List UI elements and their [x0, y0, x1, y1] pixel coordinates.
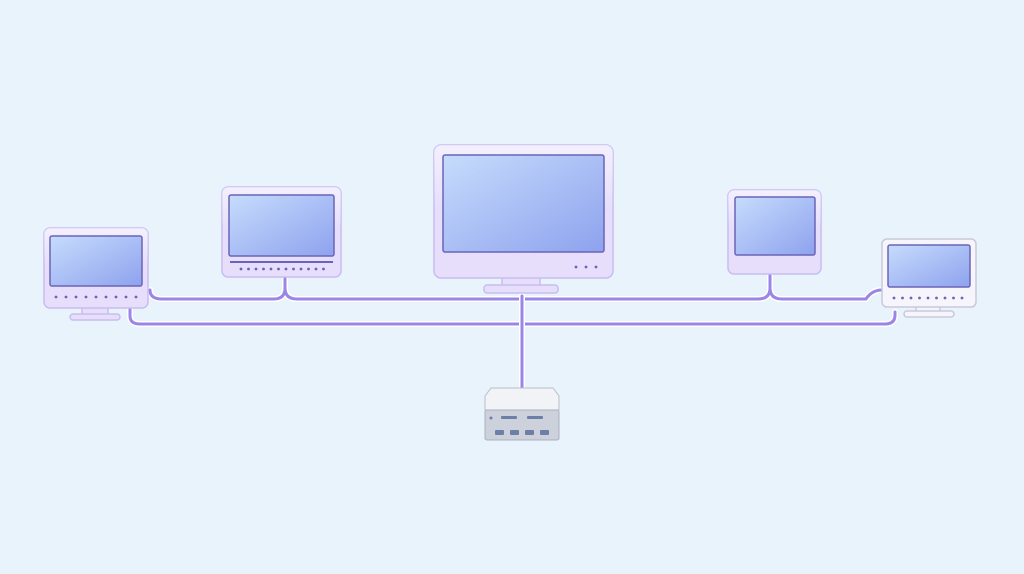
monitor-3-dots	[574, 265, 598, 269]
monitor-2-bar	[230, 261, 333, 263]
monitor-4[interactable]	[727, 189, 822, 275]
hub-port-3	[525, 430, 534, 435]
indicator-dot	[322, 267, 325, 271]
monitor-1-dots	[54, 295, 138, 299]
indicator-dot	[594, 265, 598, 269]
indicator-dot	[901, 296, 904, 300]
indicator-dot	[307, 267, 310, 271]
hub-port-1	[495, 430, 504, 435]
monitor-2[interactable]	[221, 186, 342, 278]
indicator-dot	[84, 295, 88, 299]
indicator-dot	[277, 267, 280, 271]
indicator-dot	[254, 267, 258, 271]
hub-top-face	[484, 387, 560, 411]
indicator-dot	[926, 296, 930, 300]
indicator-dot	[952, 296, 955, 300]
indicator-dot	[892, 296, 896, 300]
indicator-dot	[584, 265, 588, 269]
indicator-dot	[284, 267, 288, 271]
indicator-dot	[114, 295, 118, 299]
indicator-dot	[54, 295, 58, 299]
bus-lower-cable	[128, 306, 897, 326]
indicator-dot	[239, 267, 243, 271]
monitor-3-screen	[442, 154, 605, 253]
indicator-dot	[943, 296, 947, 300]
indicator-dot	[64, 295, 68, 299]
indicator-dot	[134, 295, 138, 299]
monitor-1-stand-base	[69, 313, 121, 321]
monitor-5-stand-base	[903, 310, 955, 318]
indicator-dot	[247, 267, 250, 271]
indicator-dot	[104, 295, 108, 299]
hub-slot-2	[527, 416, 543, 419]
monitor-1-screen	[49, 235, 143, 287]
monitor-5-dots	[892, 296, 964, 300]
hub-led	[489, 416, 493, 420]
bus-upper-cable	[148, 273, 884, 301]
indicator-dot	[574, 265, 578, 269]
monitor-3-stand-base	[483, 284, 559, 294]
hub-front-face	[484, 409, 560, 441]
indicator-dot	[74, 295, 78, 299]
indicator-dot	[262, 267, 265, 271]
monitor-5-screen	[887, 244, 971, 288]
cables	[127, 272, 898, 391]
network-hub[interactable]	[484, 387, 560, 441]
indicator-dot	[918, 296, 921, 300]
indicator-dot	[269, 267, 273, 271]
indicator-dot	[124, 295, 128, 299]
indicator-dot	[94, 295, 98, 299]
indicator-dot	[314, 267, 318, 271]
indicator-dot	[960, 296, 964, 300]
indicator-dot	[909, 296, 913, 300]
hub-slot-1	[501, 416, 517, 419]
monitor-5[interactable]	[881, 238, 977, 318]
monitor-1[interactable]	[43, 227, 149, 321]
indicator-dot	[935, 296, 938, 300]
monitor-2-dots	[239, 267, 325, 271]
monitor-3[interactable]	[433, 144, 614, 294]
indicator-dot	[299, 267, 303, 271]
monitor-2-screen	[228, 194, 335, 257]
hub-port-2	[510, 430, 519, 435]
indicator-dot	[292, 267, 295, 271]
hub-port-4	[540, 430, 549, 435]
monitor-4-screen	[734, 196, 816, 256]
